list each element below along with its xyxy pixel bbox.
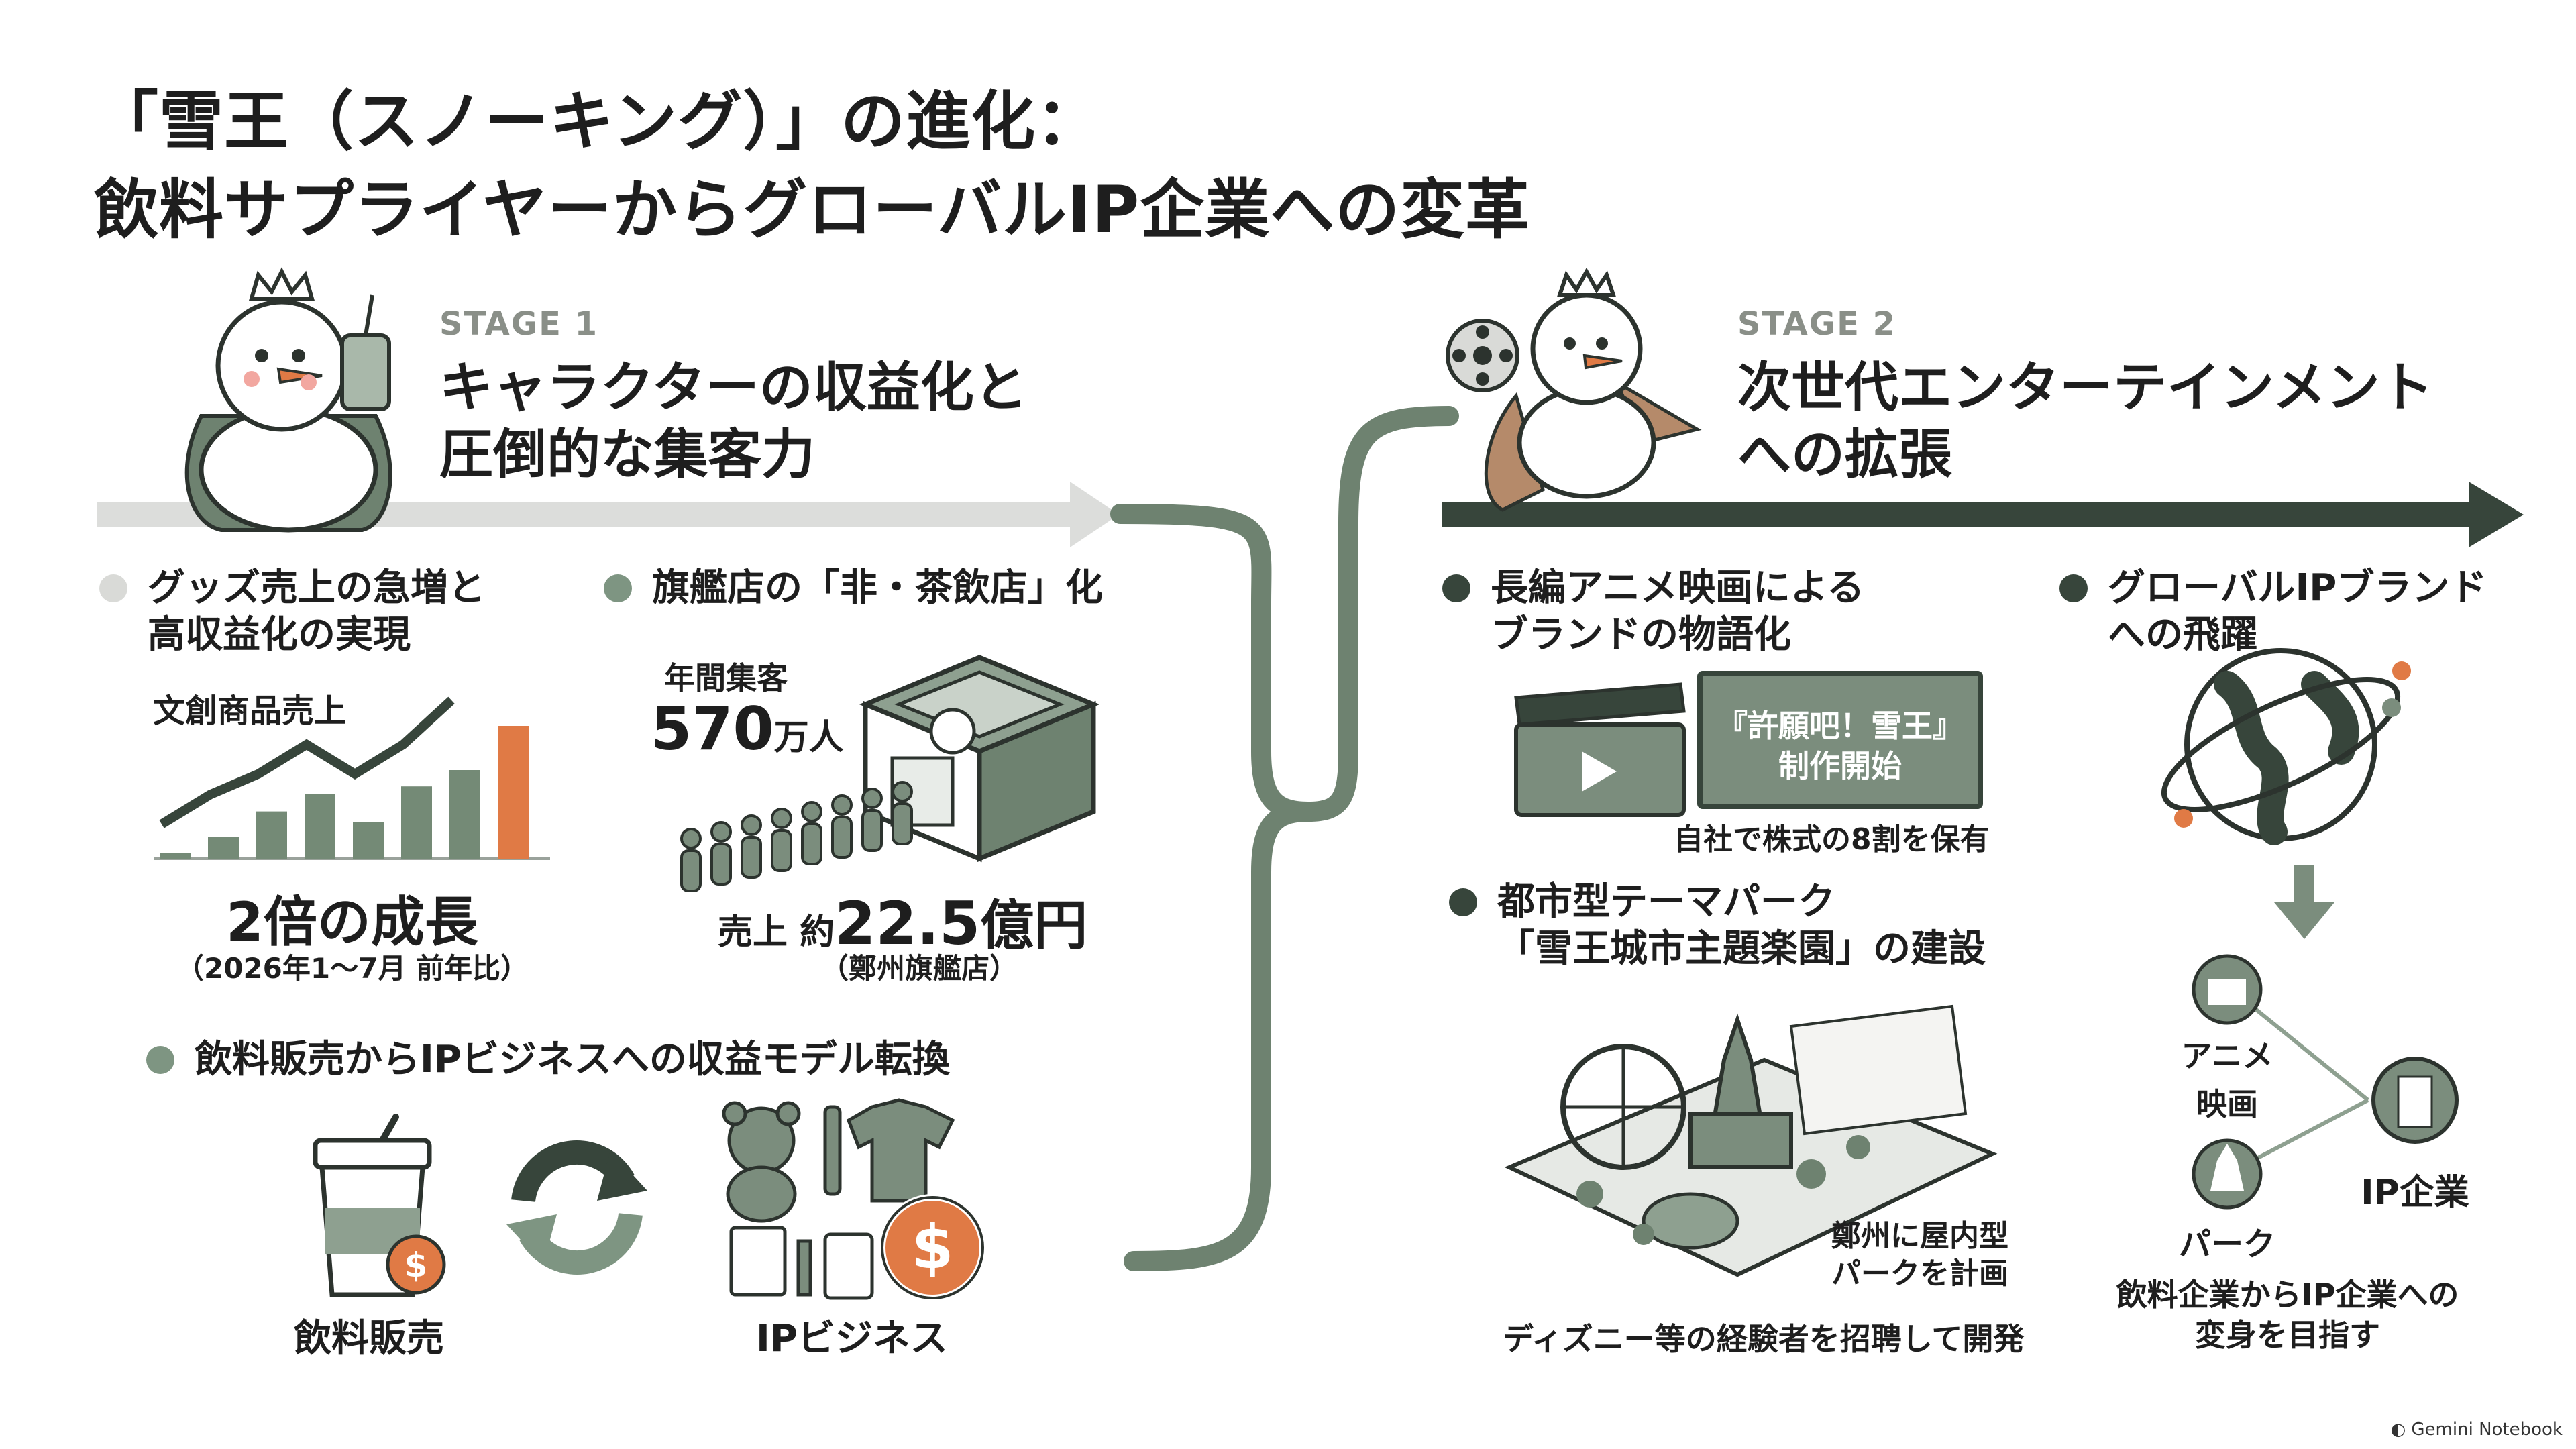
bullet-dot (2059, 574, 2088, 602)
sales-note: （鄭州旗艦店） (820, 952, 1018, 985)
visitors-unit: 万人 (773, 718, 844, 758)
park-heading: 都市型テーマパーク 「雪王城市主題楽園」の建設 (1449, 879, 1986, 973)
stage1-title-line-2: 圧倒的な集客力 (439, 423, 815, 486)
film-title-line-1: 『許願吧！雪王』 (1717, 708, 1964, 744)
chart-label: 文創商品売上 (153, 692, 347, 730)
model-heading: 飲料販売からIPビジネスへの収益モデル転換 (146, 1036, 950, 1083)
ip-goods-icon: $ (722, 1098, 986, 1301)
visitors-number: 570 (651, 694, 774, 763)
sales-number: 22.5 (835, 889, 981, 958)
node-anime: アニメ 映画 (2167, 1032, 2288, 1128)
footer-brand-text: Gemini Notebook (2411, 1419, 2563, 1440)
park-heading-line-1: 都市型テーマパーク (1497, 880, 1835, 924)
flagship-heading: 旗艦店の「非・茶飲店」化 (604, 565, 1103, 612)
stage2-label: STAGE 2 (1737, 305, 1897, 343)
snowman-film-mascot-icon (1446, 267, 1702, 512)
node-park: パーク (2178, 1226, 2275, 1263)
snowman-mascot-icon (184, 267, 392, 533)
beverage-sales-label: 飲料販売 (294, 1317, 444, 1360)
stage2-title-line-1: 次世代エンターテインメント (1737, 356, 2434, 419)
drink-cup-icon: $ (313, 1114, 446, 1297)
chart-bar (160, 853, 191, 859)
chart-bar (208, 837, 239, 859)
flagship-heading-text: 旗艦店の「非・茶飲店」化 (652, 566, 1103, 610)
bullet-dot (1442, 574, 1470, 602)
park-callout-line-1: 鄭州に屋内型 (1831, 1219, 2008, 1253)
chart-trend-line (159, 696, 455, 828)
bullet-dot (146, 1046, 174, 1074)
growth-value: 2倍の成長 (226, 891, 478, 953)
global-heading-line-2: への飛躍 (2108, 613, 2258, 657)
chart-bar (498, 726, 529, 859)
bullet-dot (1449, 888, 1477, 916)
chart-bar (305, 794, 335, 859)
park-heading-line-2: 「雪王城市主題楽園」の建設 (1497, 927, 1986, 971)
visitors-value: 570万人 (651, 694, 844, 763)
movie-heading-line-2: ブランドの物語化 (1491, 613, 1791, 657)
stage2-title-line-2: への拡張 (1737, 423, 1952, 486)
sales-prefix: 売上 約 (718, 912, 835, 953)
goods-sales-chart (154, 696, 550, 860)
film-title-line-2: 制作開始 (1778, 748, 1902, 784)
chart-bar (449, 770, 480, 859)
sales-unit: 億円 (980, 894, 1088, 957)
global-conclusion-line-1: 飲料企業からIP企業への (2116, 1277, 2459, 1313)
stage2-title: 次世代エンターテインメント への拡張 (1737, 354, 2434, 488)
goods-heading: グッズ売上の急増と 高収益化の実現 (99, 565, 486, 659)
title-line-1: 「雪王（スノーキング）」の進化： (94, 84, 1102, 159)
park-note: ディズニー等の経験者を招聘して開発 (1503, 1321, 2025, 1357)
ip-network-diagram (2192, 954, 2459, 1210)
page-title: 「雪王（スノーキング）」の進化： 飲料サプライヤーからグローバルIP企業への変革 (94, 77, 1530, 254)
ip-business-label: IPビジネス (756, 1317, 948, 1360)
global-heading-line-1: グローバルIPブランド (2108, 566, 2487, 610)
goods-heading-line-1: グッズ売上の急増と (148, 566, 486, 610)
global-conclusion: 飲料企業からIP企業への 変身を目指す (2100, 1275, 2475, 1355)
growth-note: （2026年1〜7月 前年比） (176, 952, 529, 985)
queue-people-icon (680, 781, 913, 892)
global-conclusion-line-2: 変身を目指す (2195, 1317, 2380, 1353)
sales-value: 売上 約22.5億円 (718, 882, 1087, 960)
goods-heading-line-2: 高収益化の実現 (148, 613, 411, 657)
visitors-label: 年間集客 (664, 660, 788, 696)
chart-bar (353, 822, 384, 859)
stage1-title: キャラクターの収益化と 圧倒的な集客力 (439, 354, 1028, 488)
globe-icon (2161, 648, 2411, 845)
down-arrow-icon (2274, 865, 2334, 939)
global-heading: グローバルIPブランド への飛躍 (2059, 565, 2487, 659)
node-ip-company: IP企業 (2361, 1173, 2469, 1213)
chart-bar (401, 786, 432, 859)
park-callout: 鄭州に屋内型 パークを計画 (1831, 1218, 2008, 1293)
movie-heading-line-1: 長編アニメ映画による (1491, 566, 1865, 610)
park-callout-line-2: パークを計画 (1831, 1256, 2008, 1291)
svg-text:$: $ (405, 1246, 428, 1285)
footer-brand: ◐ Gemini Notebook (2390, 1419, 2563, 1440)
stage1-label: STAGE 1 (439, 305, 599, 343)
node-anime-line-2: 映画 (2196, 1086, 2258, 1122)
model-heading-text: 飲料販売からIPビジネスへの収益モデル転換 (195, 1038, 950, 1081)
movie-heading: 長編アニメ映画による ブランドの物語化 (1442, 565, 1864, 659)
spark-icon: ◐ (2390, 1419, 2406, 1440)
title-line-2: 飲料サプライヤーからグローバルIP企業への変革 (94, 172, 1531, 248)
film-title-card: 『許願吧！雪王』 制作開始 (1697, 671, 1983, 809)
svg-text:$: $ (912, 1212, 954, 1283)
stage1-title-line-1: キャラクターの収益化と (439, 356, 1028, 419)
bullet-dot (99, 574, 127, 602)
movie-ownership-note: 自社で株式の8割を保有 (1674, 822, 1990, 857)
theme-park-map-icon (1504, 1004, 1998, 1277)
node-anime-line-1: アニメ (2181, 1038, 2273, 1074)
chart-bar (256, 811, 287, 859)
clapperboard-icon (1514, 682, 1686, 817)
cycle-arrows-icon (506, 1140, 647, 1275)
bullet-dot (604, 574, 632, 602)
